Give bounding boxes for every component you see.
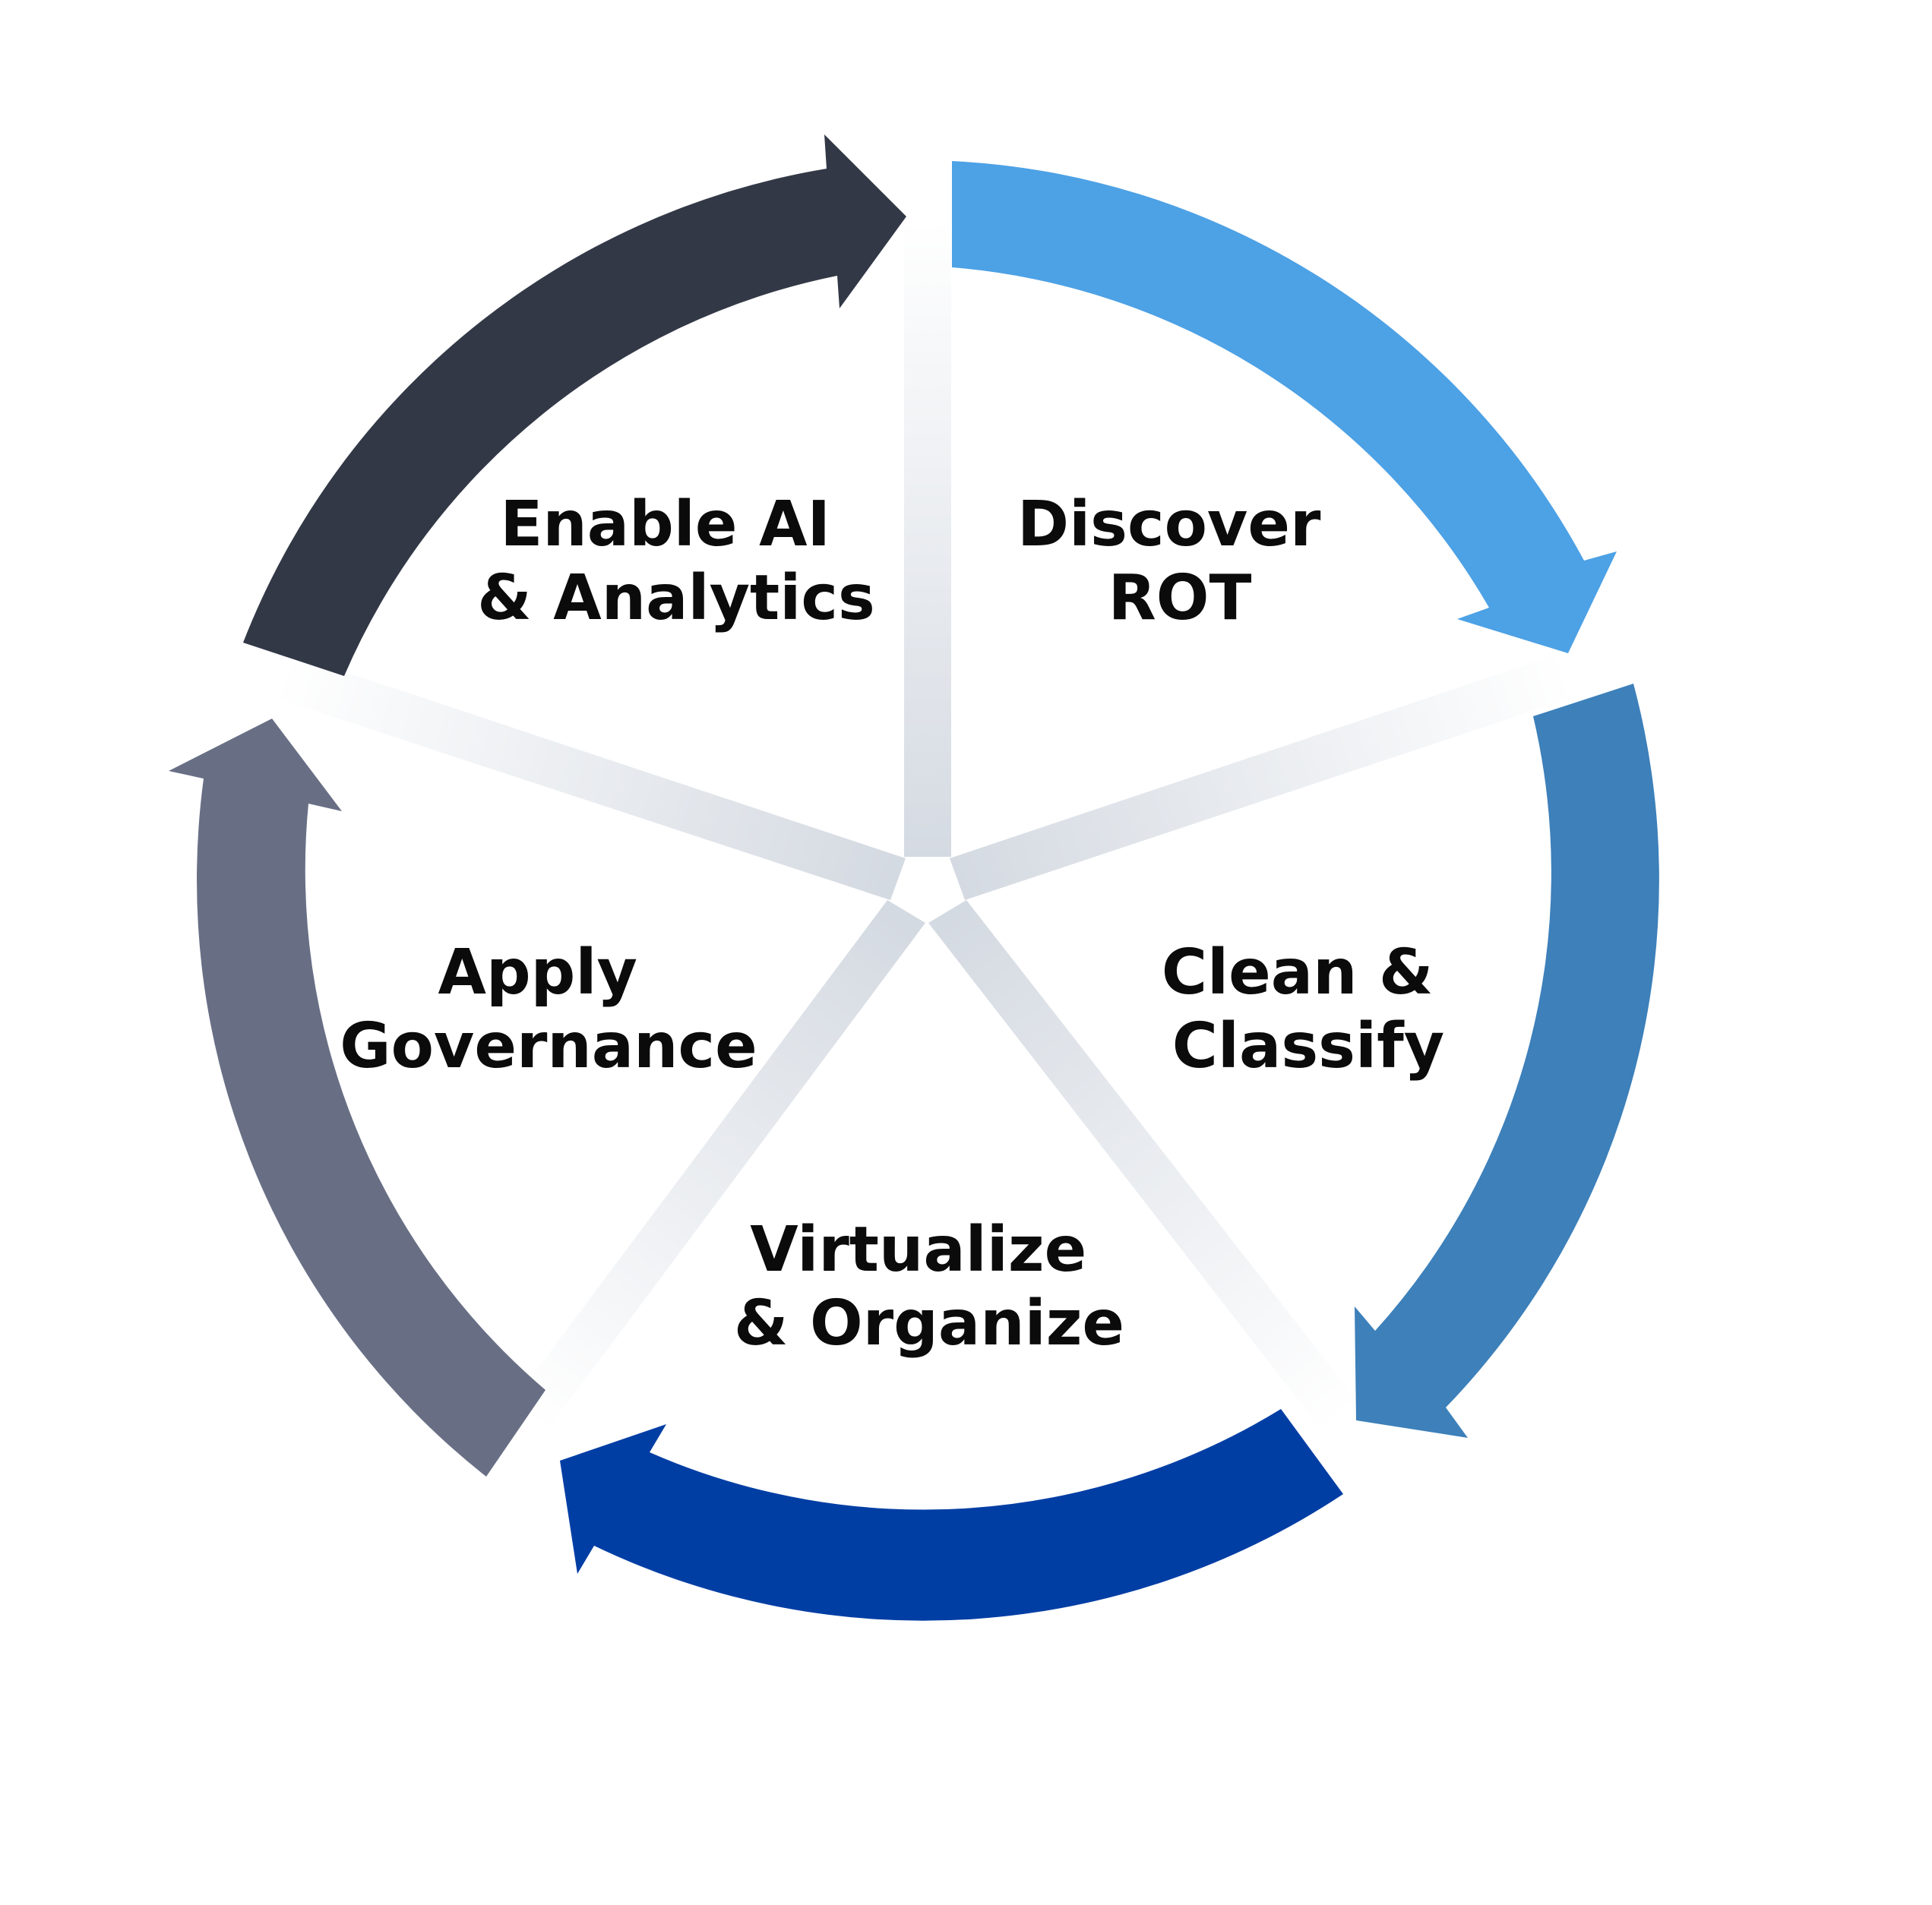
label-apply-governance: Apply Governance xyxy=(340,937,757,1082)
arrow-enable xyxy=(243,134,906,676)
label-discover-line1: Discover xyxy=(1017,488,1321,561)
label-virtualize-organize: Virtualize & Organize xyxy=(734,1214,1124,1360)
arrow-clean xyxy=(1355,684,1659,1438)
label-enable-line2: & Analytics xyxy=(477,562,875,634)
label-enable-ai: Enable AI & Analytics xyxy=(477,488,875,634)
spoke-lower-right xyxy=(928,900,1364,1436)
spoke-right xyxy=(950,652,1580,900)
label-clean-classify: Clean & Classify xyxy=(1162,937,1455,1082)
spoke-left xyxy=(274,653,906,900)
stage-labels: Discover ROT Clean & Classify Virtualize… xyxy=(340,488,1455,1360)
cycle-arrows xyxy=(169,134,1659,1621)
divider-spokes xyxy=(274,220,1580,1436)
arrow-discover xyxy=(952,161,1617,653)
arrow-virtualize xyxy=(560,1409,1343,1621)
label-discover-line2: ROT xyxy=(1108,562,1252,634)
label-clean-line1: Clean & xyxy=(1162,937,1434,1009)
label-governance-line2: Governance xyxy=(340,1010,757,1082)
label-virtualize-line1: Virtualize xyxy=(750,1214,1086,1286)
spoke-top xyxy=(904,220,951,857)
label-discover: Discover ROT xyxy=(1017,488,1342,634)
arrow-governance xyxy=(169,719,545,1477)
label-clean-line2: Classify xyxy=(1172,1010,1444,1082)
label-governance-line1: Apply xyxy=(438,937,637,1009)
label-enable-line1: Enable AI xyxy=(500,488,830,561)
label-virtualize-line2: & Organize xyxy=(734,1287,1124,1360)
spoke-lower-left xyxy=(508,900,925,1436)
